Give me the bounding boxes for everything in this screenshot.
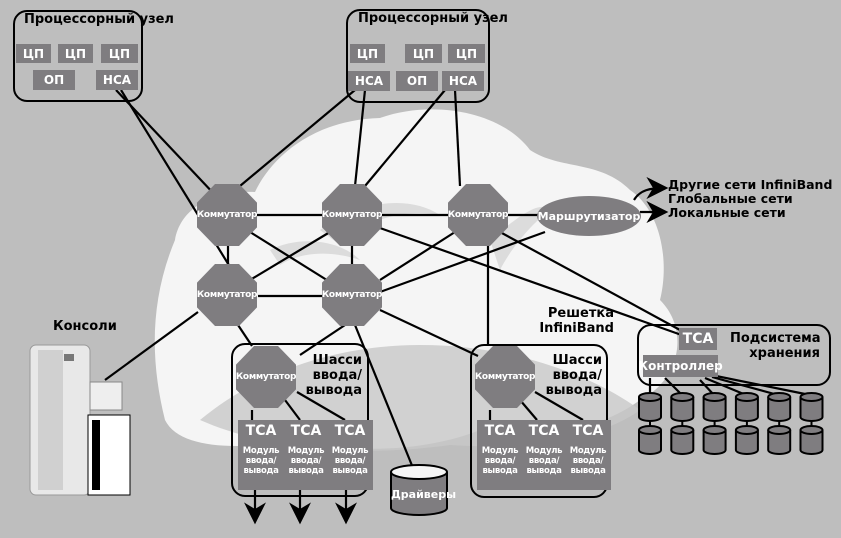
tca-label: ТСА (334, 423, 366, 439)
external-network-label: Другие сети InfiniBand (668, 177, 833, 192)
consoles-label: Консоли (53, 319, 117, 334)
cpu-box: ЦП (58, 44, 93, 63)
storage-disk (638, 425, 662, 455)
storage-disk (734, 392, 759, 427)
io-module: ТСА Модуль ввода/ вывода (238, 420, 284, 490)
io-module: ТСА Модуль ввода/ вывода (327, 420, 373, 490)
console-hardware (29, 344, 131, 496)
cpu-box: ЦП (405, 44, 442, 63)
storage-disk (702, 392, 727, 427)
storage-disk (799, 392, 824, 427)
storage-disks (638, 392, 824, 455)
hca-box: НСА (348, 71, 390, 91)
io-module: ТСА Модуль ввода/ вывода (521, 420, 567, 490)
memory-box: ОП (396, 71, 438, 91)
hca-box: НСА (442, 71, 484, 91)
chassis-switch: Коммутатор (236, 346, 296, 408)
storage-disk (799, 425, 824, 455)
io-module-label: Модуль ввода/ вывода (481, 446, 519, 476)
storage-disk (767, 425, 792, 455)
fabric-label: Решетка InfiniBand (539, 306, 614, 336)
switch: Коммутатор (448, 184, 508, 246)
storage-disk (734, 425, 759, 455)
router: Маршрутизатор (537, 196, 641, 236)
io-module-label: Модуль ввода/ вывода (569, 446, 607, 476)
io-module-label: Модуль ввода/ вывода (331, 446, 369, 476)
io-module-label: Модуль ввода/ вывода (287, 446, 325, 476)
cpu-box: ЦП (350, 44, 385, 63)
drivers-label: Драйверы (391, 488, 457, 501)
processor-node-2-title: Процессорный узел (358, 11, 508, 26)
chassis-switch: Коммутатор (475, 346, 535, 408)
storage-title: Подсистема хранения (730, 331, 821, 361)
tca-label: ТСА (245, 423, 277, 439)
storage-disk (670, 392, 695, 427)
tca-label: ТСА (528, 423, 560, 439)
io-module: ТСА Модуль ввода/ вывода (477, 420, 523, 490)
io-chassis-title: Шасси ввода/ вывода (545, 353, 602, 398)
processor-node-1-title: Процессорный узел (24, 12, 174, 27)
cpu-box: ЦП (101, 44, 138, 63)
external-network-label: Локальные сети (668, 205, 786, 220)
storage-tca: ТСА (679, 328, 717, 350)
processor-node-2 (346, 9, 490, 103)
hca-box: НСА (96, 70, 138, 90)
storage-disk (702, 425, 727, 455)
cpu-box: ЦП (448, 44, 485, 63)
io-module: ТСА Модуль ввода/ вывода (283, 420, 329, 490)
processor-node-1 (13, 10, 143, 102)
tca-label: ТСА (290, 423, 322, 439)
external-network-label: Глобальные сети (668, 191, 793, 206)
io-module-label: Модуль ввода/ вывода (525, 446, 563, 476)
memory-box: ОП (33, 70, 75, 90)
tca-label: ТСА (572, 423, 604, 439)
switch: Коммутатор (197, 184, 257, 246)
storage-subsystem (637, 324, 831, 386)
io-module: ТСА Модуль ввода/ вывода (565, 420, 611, 490)
storage-disk (767, 392, 792, 427)
drivers-cylinder (390, 464, 448, 516)
io-chassis-title: Шасси ввода/ вывода (305, 353, 362, 398)
io-module-label: Модуль ввода/ вывода (242, 446, 280, 476)
storage-controller: Контроллер (638, 355, 723, 377)
cpu-box: ЦП (16, 44, 51, 63)
storage-disk (670, 425, 695, 455)
switch: Коммутатор (197, 264, 257, 326)
switch: Коммутатор (322, 184, 382, 246)
storage-disk (638, 392, 662, 427)
switch: Коммутатор (322, 264, 382, 326)
tca-label: ТСА (484, 423, 516, 439)
